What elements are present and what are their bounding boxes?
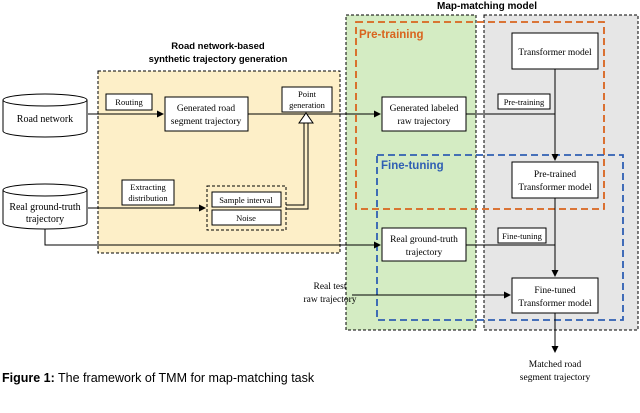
real-test-raw-label-1: Real test: [314, 282, 347, 292]
finetuned-transformer-label-2: Transformer model: [518, 298, 592, 309]
generated-road-segment-node: Generated road segment trajectory: [164, 96, 249, 132]
pretraining-step-node: Pre-training: [497, 93, 551, 110]
green-region: [345, 14, 477, 331]
extracting-label-2: distribution: [128, 193, 168, 203]
road-network-label: Road network: [17, 114, 73, 125]
extracting-distribution-node: Extracting distribution: [121, 179, 175, 206]
finetuning-step-node: Fine-tuning: [497, 227, 547, 244]
generated-road-segment-label-1: Generated road: [177, 104, 236, 114]
generated-labeled-raw-node: Generated labeled raw trajectory: [381, 96, 467, 132]
transformer-model-label: Transformer model: [518, 47, 592, 58]
pretrained-transformer-label-1: Pre-trained: [534, 170, 576, 180]
transformer-model-node: Transformer model: [511, 32, 599, 70]
finetuning-region: [376, 154, 624, 321]
arrow-sampling-to-point-a: [286, 123, 305, 206]
real-gt-mid-label-2: trajectory: [406, 248, 443, 258]
real-gt-trajectory-node: Real ground-truth trajectory: [2, 183, 88, 230]
sample-interval-node: Sample interval: [211, 191, 282, 208]
extracting-label-1: Extracting: [130, 182, 166, 192]
point-generation-label-1: Point: [298, 89, 317, 99]
sampling-group: [206, 185, 287, 231]
diagram-title: Map-matching model: [437, 1, 537, 12]
road-network-node: Road network: [2, 93, 88, 138]
finetuning-title: Fine-tuning: [381, 160, 444, 172]
pretraining-region: [355, 21, 605, 210]
caption-text: The framework of TMM for map-matching ta…: [54, 371, 315, 385]
real-gt-trajectory-label-2: trajectory: [26, 214, 64, 225]
synthetic-region-title-line2: synthetic trajectory generation: [149, 54, 288, 65]
arrow-realgt-to-mid: [44, 229, 381, 249]
synthetic-region-title-line1: Road network-based: [171, 41, 265, 52]
matched-output-label-2: segment trajectory: [520, 373, 591, 383]
generated-labeled-raw-label-1: Generated labeled: [390, 104, 459, 114]
routing-node: Routing: [105, 93, 153, 111]
real-gt-mid-label-1: Real ground-truth: [390, 235, 458, 245]
connectors: [44, 69, 559, 353]
matched-output-label-1: Matched road: [529, 360, 582, 370]
pretraining-step-label: Pre-training: [504, 97, 545, 107]
finetuning-step-label: Fine-tuning: [502, 231, 542, 241]
routing-label: Routing: [115, 97, 143, 107]
noise-node: Noise: [211, 209, 282, 226]
pretrained-transformer-node: Pre-trained Transformer model: [511, 161, 599, 199]
point-generation-node: Point generation: [281, 86, 333, 113]
noise-label: Noise: [236, 213, 256, 223]
point-generation-label-2: generation: [289, 100, 326, 110]
finetuned-transformer-node: Fine-tuned Transformer model: [511, 277, 599, 314]
real-gt-trajectory-label-1: Real ground-truth: [9, 202, 80, 213]
arrow-sampling-to-point-head: [298, 112, 314, 124]
finetuned-transformer-label-1: Fine-tuned: [534, 286, 575, 296]
sample-interval-label: Sample interval: [219, 195, 273, 205]
generated-road-segment-label-2: segment trajectory: [171, 117, 242, 127]
real-gt-trajectory-mid-node: Real ground-truth trajectory: [381, 227, 467, 262]
pretrained-transformer-label-2: Transformer model: [518, 182, 592, 193]
figure-caption: Figure 1: The framework of TMM for map-m…: [2, 371, 314, 385]
generated-labeled-raw-label-2: raw trajectory: [397, 117, 450, 127]
pretraining-title: Pre-training: [359, 29, 424, 41]
arrow-sampling-to-point-b: [286, 123, 309, 210]
real-test-raw-label-2: raw trajectory: [303, 295, 356, 305]
caption-prefix: Figure 1:: [2, 371, 55, 385]
